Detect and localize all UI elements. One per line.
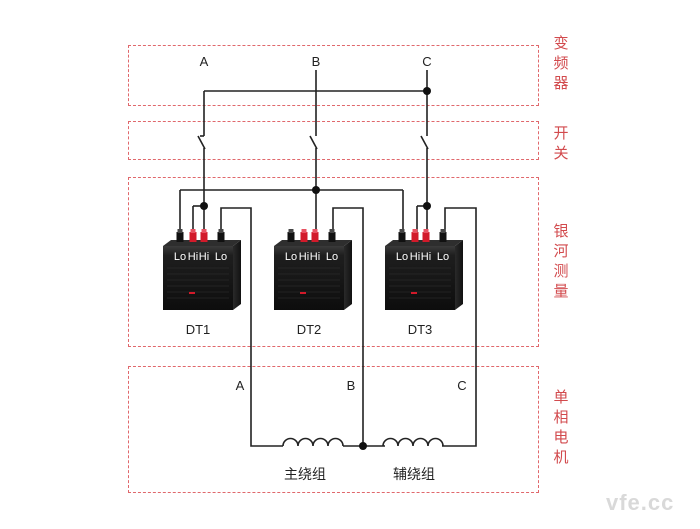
instrument-name: DT1 [186, 322, 211, 337]
meter-zone [128, 177, 539, 347]
terminal-post [422, 232, 430, 242]
junction-dots [200, 87, 431, 450]
main-winding-label: 主绕组 [284, 467, 326, 483]
terminal-post [189, 232, 197, 242]
motor-zone [128, 366, 539, 493]
terminal-post [439, 232, 447, 242]
terminal-label: Lo [326, 251, 338, 263]
motor-phase-b-label: B [347, 378, 356, 393]
phase-a-label: A [200, 54, 209, 69]
terminal-label: Hi [199, 251, 209, 263]
motor-phase-a-label: A [236, 378, 245, 393]
watermark: vfe.cc [606, 490, 675, 515]
instrument-name: DT3 [408, 322, 433, 337]
terminal-label: Hi [188, 251, 198, 263]
aux-winding-label: 辅绕组 [393, 467, 435, 483]
terminal-post [217, 232, 225, 242]
aux-winding-coil [382, 437, 444, 447]
terminal-post [311, 232, 319, 242]
terminal-label: Hi [421, 251, 431, 263]
terminal-post [176, 232, 184, 242]
terminal-label: Lo [396, 251, 408, 263]
motor-label: 单相电机 [553, 388, 569, 466]
motor-phase-c-label: C [457, 378, 466, 393]
terminal-label: Lo [285, 251, 297, 263]
phase-c-label: C [422, 54, 431, 69]
main-winding-coil [282, 437, 344, 447]
terminal-post [300, 232, 308, 242]
terminal-label: Lo [215, 251, 227, 263]
terminal-label: Hi [310, 251, 320, 263]
terminal-label: Hi [410, 251, 420, 263]
instrument-name: DT2 [297, 322, 322, 337]
switches [197, 135, 429, 150]
terminal-post [398, 232, 406, 242]
meter-label: 银河测量 [553, 222, 569, 300]
phase-b-label: B [312, 54, 321, 69]
terminal-label: Lo [174, 251, 186, 263]
vfd-zone [128, 45, 539, 106]
terminal-label: Hi [299, 251, 309, 263]
terminal-post [411, 232, 419, 242]
terminal-label: Lo [437, 251, 449, 263]
terminal-post [328, 232, 336, 242]
switch-zone [128, 121, 539, 160]
switch-label: 开关 [553, 124, 569, 162]
terminal-post [287, 232, 295, 242]
vfd-label: 变频器 [553, 34, 569, 92]
terminal-post [200, 232, 208, 242]
